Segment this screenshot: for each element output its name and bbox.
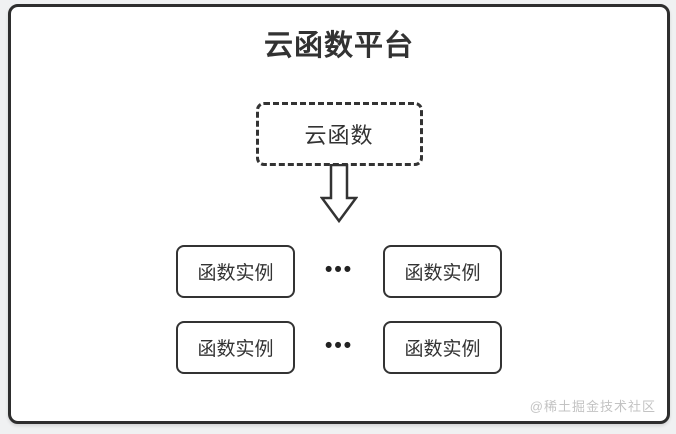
function-instance-label: 函数实例 (404, 339, 481, 360)
down-arrow-icon (320, 164, 358, 224)
instance-grid: 函数实例 ••• 函数实例 函数实例 ••• 函数实例 (176, 245, 502, 374)
function-instance-label: 函数实例 (197, 339, 274, 360)
watermark: @稀土掘金技术社区 (529, 399, 656, 414)
function-instance-node: 函数实例 (176, 245, 295, 298)
function-instance-node: 函数实例 (176, 321, 295, 374)
function-instance-node: 函数实例 (383, 245, 502, 298)
function-instance-label: 函数实例 (404, 263, 481, 284)
diagram-frame: 云函数平台 云函数 函数实例 ••• 函数实例 函数实例 ••• 函数实例 @稀… (8, 4, 670, 424)
cloud-function-label: 云函数 (304, 123, 374, 148)
instance-row: 函数实例 ••• 函数实例 (176, 245, 502, 298)
ellipsis-dots: ••• (325, 334, 354, 357)
diagram-title: 云函数平台 (263, 30, 414, 62)
cloud-function-node: 云函数 (255, 102, 423, 166)
ellipsis-dots: ••• (325, 258, 354, 281)
function-instance-label: 函数实例 (197, 263, 274, 284)
instance-row: 函数实例 ••• 函数实例 (176, 321, 502, 374)
function-instance-node: 函数实例 (383, 321, 502, 374)
